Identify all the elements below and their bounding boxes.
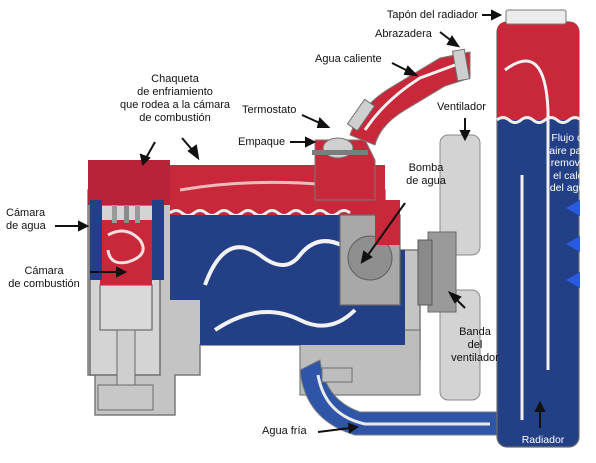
label-airflow: Flujo de aire para remover el calor del … — [545, 132, 595, 195]
label-combustion-chamber: Cámara de combustión — [2, 265, 86, 291]
label-thermostat: Termostato — [242, 104, 297, 116]
label-belt-line-1: Banda — [459, 326, 491, 338]
radiator-foam-edge — [496, 116, 582, 124]
label-water-chamber: Cámara de agua — [6, 207, 46, 233]
label-jacket-line-3: que rodea a la cámara — [119, 99, 231, 111]
jacket-flow-swirl-lower — [213, 308, 357, 332]
radiator-hot-top — [497, 22, 579, 120]
gasket — [312, 150, 368, 155]
lower-hose-flow — [316, 374, 490, 426]
airflow-arrow-icon — [566, 236, 580, 252]
label-belt-line-2: del — [467, 339, 483, 351]
label-radiator: Radiador — [521, 434, 565, 446]
radiator-flow-curve — [504, 59, 550, 370]
label-clamp: Abrazadera — [375, 28, 432, 40]
label-cooling-jacket: Chaqueta de enfriamiento que rodea a la … — [100, 73, 250, 125]
upper-hose-flow — [363, 63, 456, 131]
pointer-arrow-icon — [317, 427, 351, 433]
label-fan: Ventilador — [437, 101, 486, 113]
water-chamber-right — [152, 200, 164, 280]
pointer-arrow-icon — [145, 141, 156, 159]
label-airflow-line-1: Flujo de — [551, 132, 589, 144]
fan-hub — [427, 231, 457, 313]
label-belt-line-3: ventilador — [451, 352, 499, 364]
label-water-chamber-line-2: de agua — [6, 220, 46, 232]
label-water-pump: Bomba de agua — [396, 162, 456, 188]
jacket-flow-swirl — [203, 239, 352, 286]
pointer-arrow-icon — [367, 202, 406, 256]
label-cold-water: Agua fría — [262, 425, 307, 437]
crank — [97, 384, 154, 411]
lower-hose — [299, 359, 506, 436]
label-pump-line-1: Bomba — [408, 162, 444, 174]
label-water-chamber-line-1: Cámara — [6, 207, 46, 219]
fan-blade-upper — [439, 134, 481, 256]
airflow-arrow-icon — [566, 272, 580, 288]
label-pump-line-2: de agua — [406, 175, 446, 187]
fan-blade-lower — [439, 289, 481, 401]
connecting-rod — [116, 329, 136, 391]
label-jacket-line-2: de enfriamiento — [137, 86, 213, 98]
label-fan-belt: Banda del ventilador — [445, 326, 505, 365]
label-jacket-line-4: de combustión — [139, 112, 211, 124]
label-radiator-cap: Tapón del radiador — [386, 9, 478, 21]
label-airflow-line-4: el calor — [553, 169, 587, 182]
label-airflow-line-5: del agua — [549, 182, 591, 194]
combustion-swirl — [106, 229, 145, 265]
label-hot-water: Agua caliente — [315, 53, 382, 65]
water-chamber — [90, 200, 102, 280]
label-airflow-line-2: aire para — [549, 144, 591, 157]
label-combustion-line-1: Cámara — [24, 265, 64, 277]
fan-pulley — [417, 239, 433, 306]
cylinder-head-hot — [88, 160, 170, 205]
pump-outlet-hot — [375, 200, 400, 245]
label-jacket-line-1: Chaqueta — [151, 73, 199, 85]
label-gasket: Empaque — [238, 136, 286, 148]
airflow-arrow-icon — [566, 200, 580, 216]
jacket-hot-flow — [179, 180, 331, 192]
piston — [99, 284, 153, 331]
hose-clamp-lower — [346, 98, 376, 132]
lower-hose-clamp — [321, 367, 353, 383]
label-combustion-line-2: de combustión — [8, 278, 80, 290]
radiator-cap — [505, 9, 567, 25]
label-airflow-line-3: remover — [550, 157, 590, 169]
